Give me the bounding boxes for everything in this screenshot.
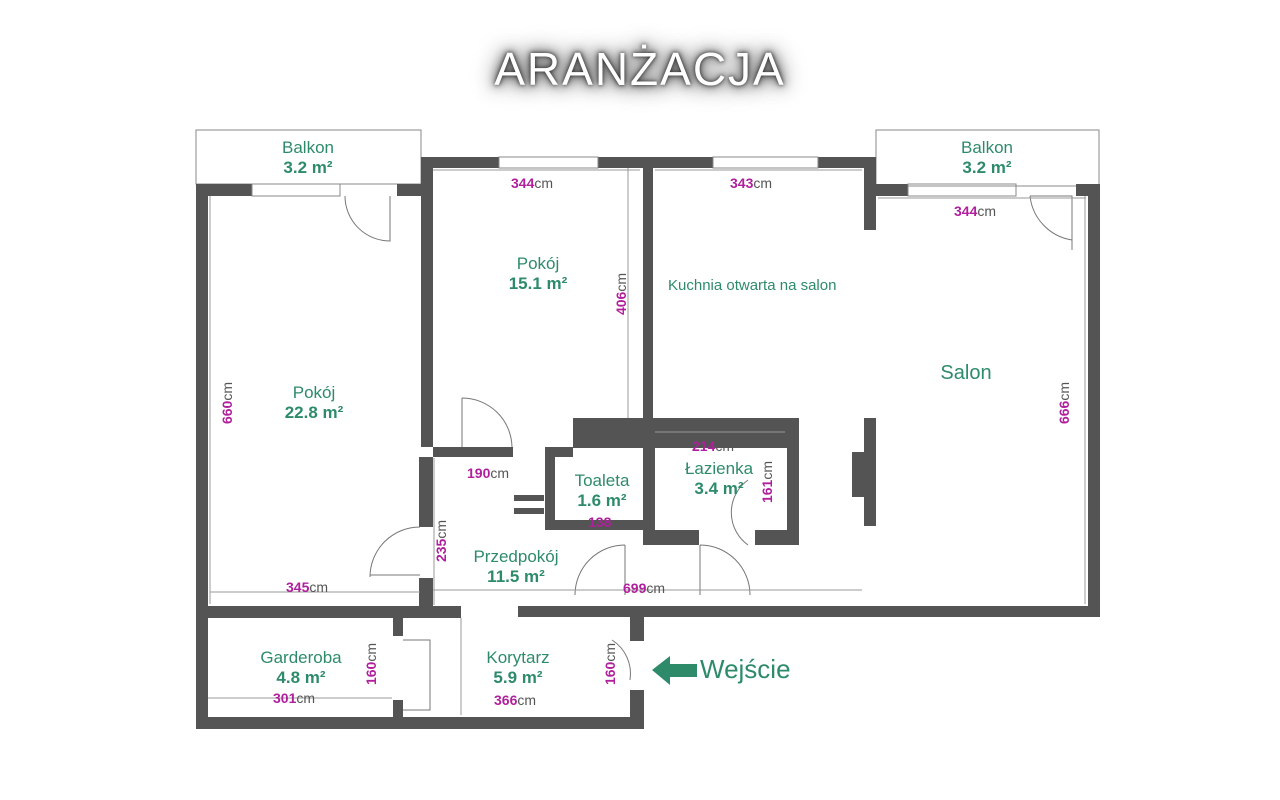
lazienka-label: Łazienka 3.4 m²	[684, 459, 754, 498]
toaleta-label: Toaleta 1.6 m²	[574, 471, 630, 510]
dimension-235: 235cm	[433, 519, 450, 563]
dimension-660: 660cm	[219, 381, 236, 425]
dimension-160-left: 160cm	[363, 642, 380, 686]
dimension-345: 345cm	[286, 579, 329, 595]
korytarz-label: Korytarz 5.9 m²	[486, 648, 550, 687]
salon-label: Salon	[940, 362, 992, 384]
dimension-406: 406cm	[613, 272, 630, 316]
dimension-344-right: 344cm	[954, 203, 997, 219]
page-title: ARANŻACJA	[494, 43, 786, 95]
pokoj-small-label: Pokój 15.1 m²	[508, 254, 568, 293]
door-swings	[344, 195, 1073, 711]
entry-arrow-icon	[652, 656, 697, 685]
pokoj-big-label: Pokój 22.8 m²	[284, 383, 344, 422]
dimension-699: 699cm	[623, 580, 666, 596]
dimension-160-right: 160cm	[602, 642, 619, 686]
przedpokoj-label: Przedpokój 11.5 m²	[473, 547, 559, 586]
dimension-344-top: 344cm	[511, 175, 554, 191]
dimension-214: 214cm	[692, 438, 735, 454]
entry-label: Wejście	[700, 654, 791, 684]
walls	[196, 157, 1100, 729]
dimension-343: 343cm	[730, 175, 773, 191]
dimension-190: 190cm	[467, 465, 510, 481]
windows	[251, 156, 1017, 197]
dimension-161: 161cm	[759, 460, 776, 504]
dimension-366: 366cm	[494, 692, 537, 708]
dimension-301: 301cm	[273, 690, 316, 706]
kitchen-note: Kuchnia otwarta na salon	[668, 277, 837, 294]
garderoba-label: Garderoba 4.8 m²	[260, 648, 342, 687]
dimension-666: 666cm	[1056, 381, 1073, 425]
balkon-right-label: Balkon 3.2 m²	[961, 138, 1013, 177]
balkon-left-label: Balkon 3.2 m²	[282, 138, 334, 177]
dimension-138: 138	[588, 514, 612, 530]
dimension-lines	[208, 168, 1086, 715]
